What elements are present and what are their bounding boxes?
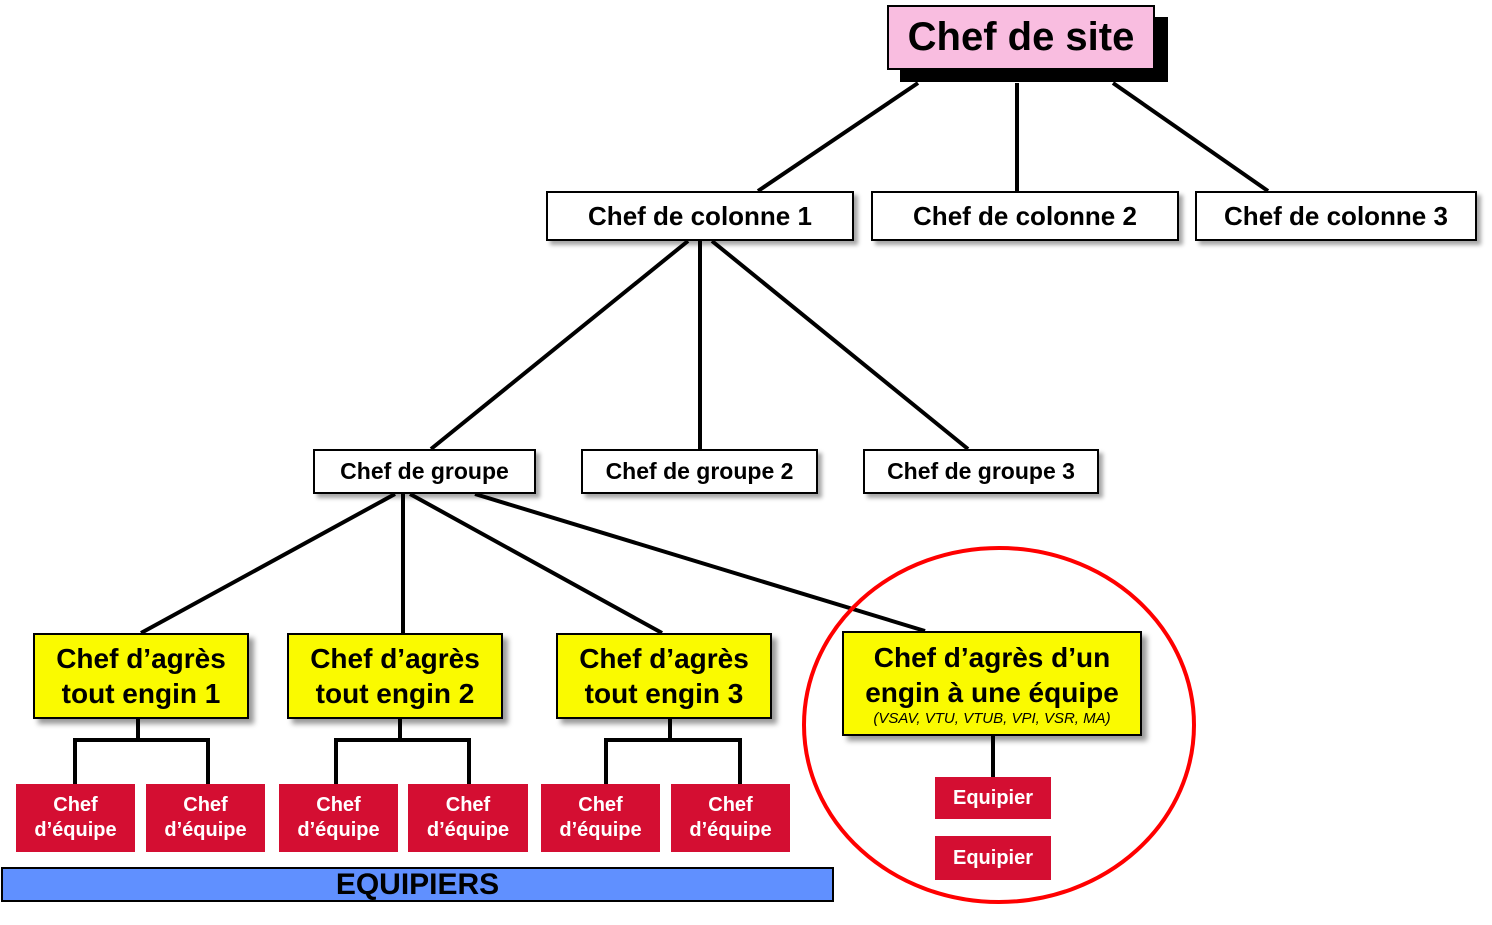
node-label: d’équipe [689, 819, 772, 841]
node-label: Chef [708, 794, 753, 816]
node-label: Chef [183, 794, 228, 816]
bar-label: EQUIPIERS [335, 868, 500, 901]
connector [1111, 81, 1270, 193]
node-label: Chef [445, 794, 491, 816]
connector [140, 492, 396, 635]
node-label: Chef d’agrès [56, 643, 226, 674]
node-chef-de-colonne-1: Chef de colonne 1 [546, 191, 854, 241]
node-label: Chef de site [907, 15, 1135, 59]
node-label: Chef [316, 794, 361, 816]
node-chef-de-site: Chef de site [887, 5, 1155, 70]
node-chef-de-groupe: Chef de groupe [313, 449, 536, 494]
node-label: Chef d’agrès d’un [873, 641, 1111, 673]
node-chef-de-colonne-2: Chef de colonne 2 [871, 191, 1179, 241]
node-chef-agres-2: Chef d’agrès tout engin 2 [287, 633, 503, 719]
node-label: tout engin 2 [315, 678, 475, 709]
bracket [604, 738, 742, 784]
node-chef-equipe: Chef d’équipe [408, 784, 528, 852]
node-label: d’équipe [297, 819, 380, 841]
equipiers-bar: EQUIPIERS [1, 867, 834, 902]
node-chef-equipe: Chef d’équipe [541, 784, 660, 852]
node-label: d’équipe [164, 819, 247, 841]
node-label: Chef de colonne 2 [913, 200, 1137, 231]
node-label: d’équipe [559, 819, 642, 841]
node-chef-de-groupe-2: Chef de groupe 2 [581, 449, 818, 494]
node-equipier: Equipier [935, 777, 1051, 819]
node-label: Equipier [952, 786, 1033, 809]
connector [409, 492, 663, 635]
node-chef-de-groupe-3: Chef de groupe 3 [863, 449, 1099, 494]
connector [474, 492, 926, 633]
node-label: Chef de groupe 3 [887, 458, 1075, 484]
node-label: Equipier [952, 846, 1033, 869]
node-label: tout engin 1 [61, 678, 221, 709]
bracket [73, 738, 210, 784]
node-label: d’équipe [426, 819, 510, 841]
connector [429, 239, 690, 451]
connector [756, 81, 920, 193]
node-chef-agres-3: Chef d’agrès tout engin 3 [556, 633, 772, 719]
node-label: Chef de colonne 1 [588, 200, 812, 231]
node-label: tout engin 3 [584, 678, 744, 709]
bracket [334, 738, 471, 784]
node-label: Chef d’agrès [310, 643, 480, 674]
node-chef-equipe: Chef d’équipe [671, 784, 790, 852]
highlight-circle [802, 546, 1196, 904]
node-sublabel: (VSAV, VTU, VTUB, VPI, VSR, MA) [873, 709, 1111, 727]
node-chef-equipe: Chef d’équipe [279, 784, 398, 852]
node-label: Chef [53, 794, 98, 816]
node-label: Chef [578, 794, 623, 816]
connector [710, 239, 970, 451]
node-label: d’équipe [34, 819, 117, 841]
node-equipier: Equipier [935, 836, 1051, 880]
node-chef-agres-1: Chef d’agrès tout engin 1 [33, 633, 249, 719]
node-chef-equipe: Chef d’équipe [146, 784, 265, 852]
node-label: engin à une équipe [865, 676, 1119, 708]
node-chef-equipe: Chef d’équipe [16, 784, 135, 852]
node-label: Chef de groupe 2 [605, 458, 794, 484]
node-label: Chef de colonne 3 [1224, 200, 1448, 231]
node-chef-de-colonne-3: Chef de colonne 3 [1195, 191, 1477, 241]
node-label: Chef d’agrès [579, 643, 749, 674]
node-label: Chef de groupe [340, 458, 509, 484]
